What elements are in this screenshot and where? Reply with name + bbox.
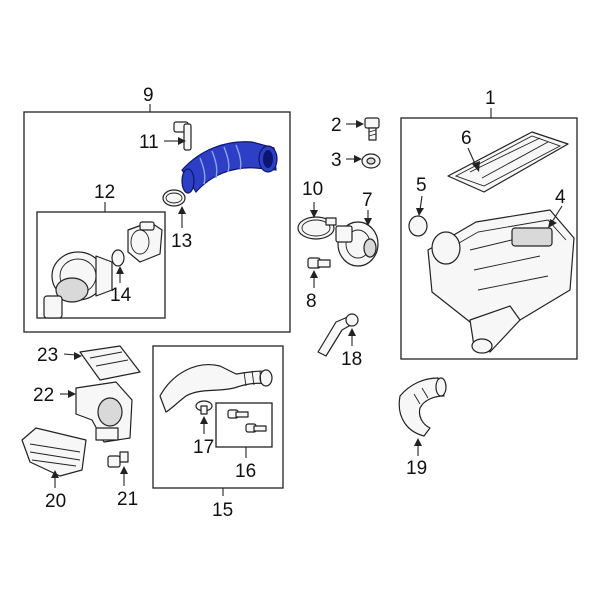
mass-air-flow-sensor-part[interactable] — [335, 221, 379, 267]
group-box-15 — [152, 345, 284, 489]
callout-7: 7 — [362, 190, 373, 211]
sensor-clip-part[interactable] — [173, 121, 192, 151]
callout-3: 3 — [331, 150, 342, 171]
callout-23: 23 — [37, 345, 58, 366]
throttle-body-part[interactable] — [43, 251, 113, 319]
callout-15: 15 — [212, 500, 233, 521]
push-clip-part[interactable] — [195, 400, 213, 415]
resonator-part-22[interactable] — [75, 381, 133, 443]
group-box-16 — [215, 402, 273, 448]
throttle-adapter-part[interactable] — [127, 221, 163, 263]
bolt-part-21[interactable] — [107, 451, 129, 468]
callout-10: 10 — [302, 179, 323, 200]
callout-19: 19 — [406, 458, 427, 479]
callout-11: 11 — [139, 132, 159, 153]
callout-12: 12 — [94, 182, 115, 203]
air-tube-part-15[interactable] — [159, 364, 273, 413]
outlet-hose-part[interactable] — [398, 377, 447, 437]
air-filter-part[interactable] — [447, 131, 569, 193]
o-ring-part-13[interactable] — [162, 189, 186, 207]
vent-hose-part[interactable] — [317, 313, 359, 357]
callout-21: 21 — [117, 489, 138, 510]
callout-17: 17 — [193, 437, 214, 458]
bolt-part-8[interactable] — [307, 257, 331, 269]
callout-2: 2 — [331, 115, 342, 136]
gasket-part-14[interactable] — [111, 249, 125, 267]
callout-5: 5 — [416, 175, 427, 196]
seal-ring-part-5[interactable] — [408, 215, 428, 237]
bolt-set-part-16[interactable] — [227, 409, 267, 433]
callout-13: 13 — [171, 231, 192, 252]
bolt-part-2[interactable] — [364, 117, 380, 141]
callout-14: 14 — [110, 285, 132, 306]
group-box-12 — [36, 211, 166, 319]
callout-22: 22 — [33, 385, 54, 406]
callout-8: 8 — [306, 291, 317, 312]
callout-6: 6 — [461, 128, 472, 149]
air-cleaner-housing-part[interactable] — [427, 209, 575, 354]
callout-18: 18 — [341, 349, 362, 370]
group-box-1 — [400, 117, 578, 360]
callout-9: 9 — [143, 85, 154, 106]
group-box-9 — [23, 111, 291, 333]
intake-hose-highlighted-part[interactable] — [181, 141, 278, 194]
air-duct-part-23[interactable] — [79, 345, 141, 381]
callout-16: 16 — [235, 461, 256, 482]
callout-1: 1 — [485, 88, 496, 109]
callout-20: 20 — [45, 491, 66, 512]
callout-4: 4 — [555, 187, 566, 208]
hose-clamp-part[interactable] — [297, 216, 337, 240]
air-inlet-duct-part[interactable] — [21, 427, 87, 477]
washer-part-3[interactable] — [361, 153, 381, 169]
